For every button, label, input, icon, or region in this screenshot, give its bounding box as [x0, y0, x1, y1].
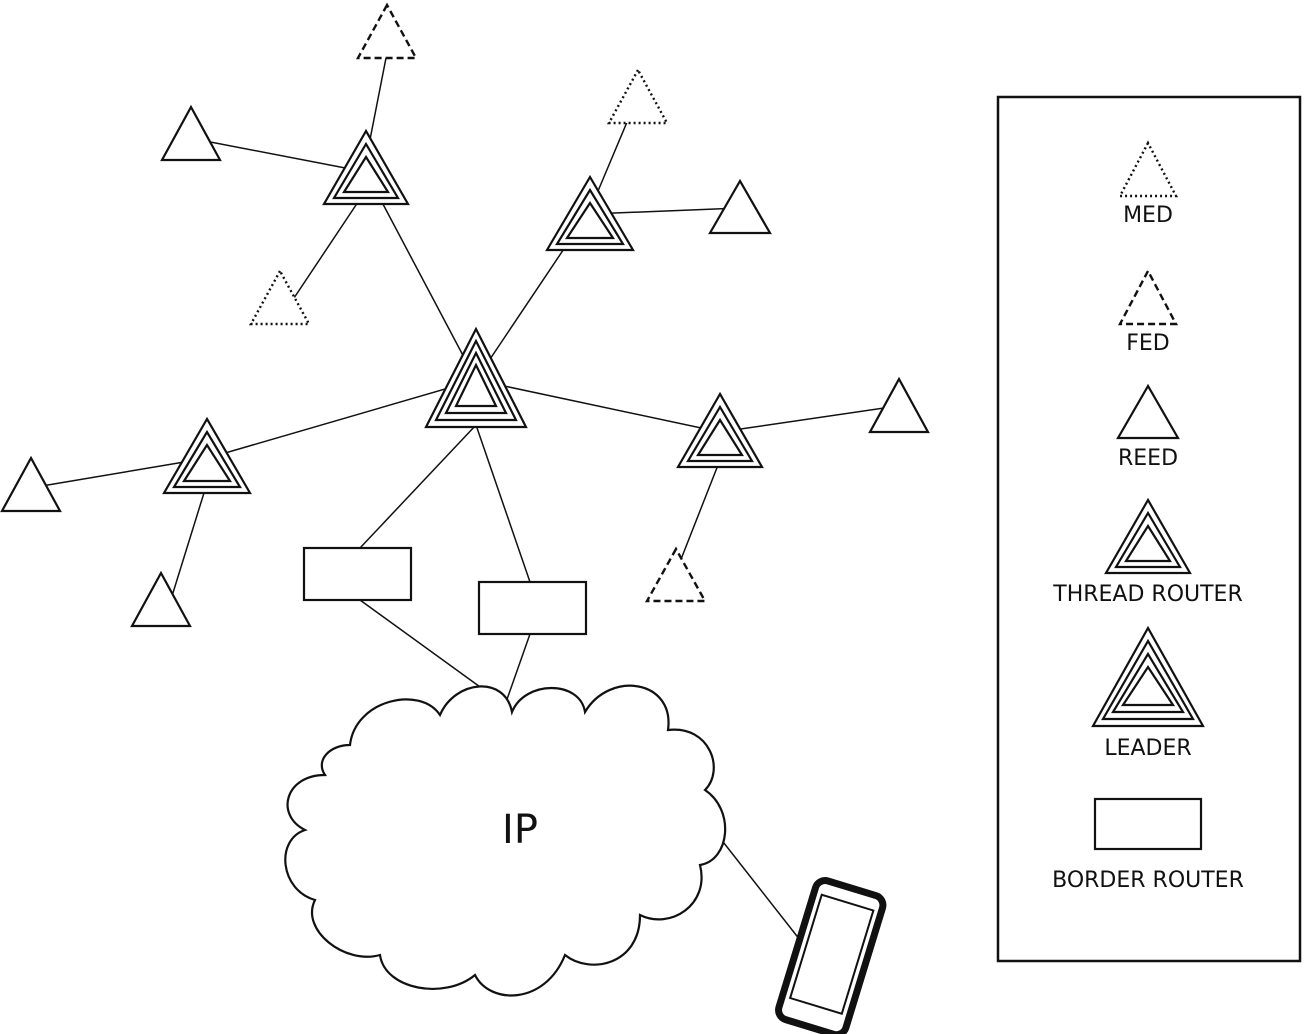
link-router-reed-topleft — [199, 139, 367, 173]
smartphone-icon — [775, 877, 887, 1034]
legend-border-router-icon — [1093, 797, 1203, 851]
fed-node-bottom — [644, 546, 708, 603]
link-leader-border-router-2 — [475, 424, 531, 583]
thread-router-topright — [545, 174, 635, 252]
thread-router-right — [676, 391, 764, 469]
fed-node-top — [355, 2, 419, 60]
network-links — [29, 57, 899, 941]
reed-node-farleft — [0, 455, 62, 513]
reed-node-bottomleft — [130, 570, 192, 628]
legend-thread-router-label: THREAD ROUTER — [1052, 582, 1242, 607]
link-router-reed-right — [589, 207, 741, 215]
border-router-2 — [477, 580, 588, 636]
link-leader-router-topleft — [365, 171, 477, 381]
legend-leader-icon — [1091, 625, 1205, 728]
link-leader-router-right — [475, 379, 721, 433]
legend-fed-label: FED — [1126, 331, 1170, 356]
link-cloud-phone — [719, 837, 801, 941]
leader-node — [424, 326, 528, 429]
border-router-1 — [302, 546, 413, 602]
legend-fed-icon — [1118, 268, 1178, 326]
reed-node-right — [708, 178, 772, 235]
med-node-topright — [606, 67, 670, 125]
link-border-router-2-cloud — [504, 633, 531, 706]
link-router-med-left — [293, 189, 367, 299]
link-router-reed-bottomleft — [171, 479, 209, 597]
cloud-shape — [284, 684, 727, 997]
legend: MED FED REED THREAD ROUTER LEADER BORDER… — [996, 95, 1302, 963]
legend-reed-label: REED — [1118, 446, 1178, 471]
thread-router-left — [162, 416, 252, 495]
link-router-fed-bottom — [675, 459, 721, 573]
legend-border-router-label: BORDER ROUTER — [1052, 868, 1244, 893]
reed-node-topleft — [160, 104, 222, 162]
legend-reed-icon — [1116, 383, 1180, 440]
legend-med-icon — [1118, 140, 1178, 198]
legend-thread-router-icon — [1104, 497, 1192, 575]
legend-leader-label: LEADER — [1104, 736, 1191, 761]
link-router-reed-farright — [719, 405, 899, 433]
thread-router-topleft — [322, 128, 410, 206]
legend-med-label: MED — [1123, 203, 1173, 228]
reed-node-farright — [868, 376, 930, 434]
ip-cloud: IP — [284, 684, 727, 997]
link-leader-router-left — [207, 379, 477, 459]
link-leader-border-router-1 — [359, 424, 477, 549]
link-router-reed-farleft — [29, 457, 209, 489]
med-node-left — [248, 268, 312, 326]
cloud-label: IP — [502, 807, 538, 853]
